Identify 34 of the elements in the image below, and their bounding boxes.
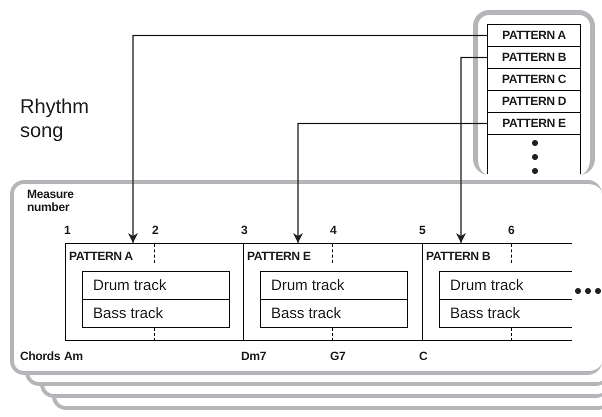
measure-number: 4 [330,224,336,237]
pattern-cell: PATTERN A [487,24,581,47]
arrow [293,122,487,243]
track-box: Drum track [439,271,572,300]
chord-name: G7 [330,350,346,363]
pattern-cell: PATTERN C [487,68,581,91]
chord-name: C [419,350,428,363]
row-caption: Chords [20,350,60,363]
track-box: Bass track [439,299,572,328]
arrow [456,56,487,243]
pattern-label: PATTERN B [426,249,490,263]
card-heading: Rhythm song [20,95,90,143]
arrow [128,34,487,243]
pattern-label: PATTERN A [69,249,133,263]
track-box: Drum track [82,271,230,300]
pattern-segment [422,243,572,341]
pattern-label: PATTERN E [247,249,311,263]
pattern-cell: PATTERN E [487,112,581,135]
axis-caption: Measure number [27,188,75,214]
measure-number: 5 [419,224,426,237]
measure-number: 2 [152,224,158,237]
measure-number: 3 [241,224,248,237]
pattern-cell: PATTERN B [487,46,581,69]
chord-name: Am [64,350,83,363]
pattern-list-panel [473,10,595,175]
track-box: Bass track [82,299,230,328]
pattern-segment [65,243,244,341]
track-box: Bass track [260,299,408,328]
pattern-cell: PATTERN D [487,90,581,113]
pattern-segment [243,243,423,341]
measure-number: 1 [64,224,70,237]
track-box: Drum track [260,271,408,300]
chord-name: Dm7 [241,350,266,363]
measure-number: 6 [508,224,514,237]
